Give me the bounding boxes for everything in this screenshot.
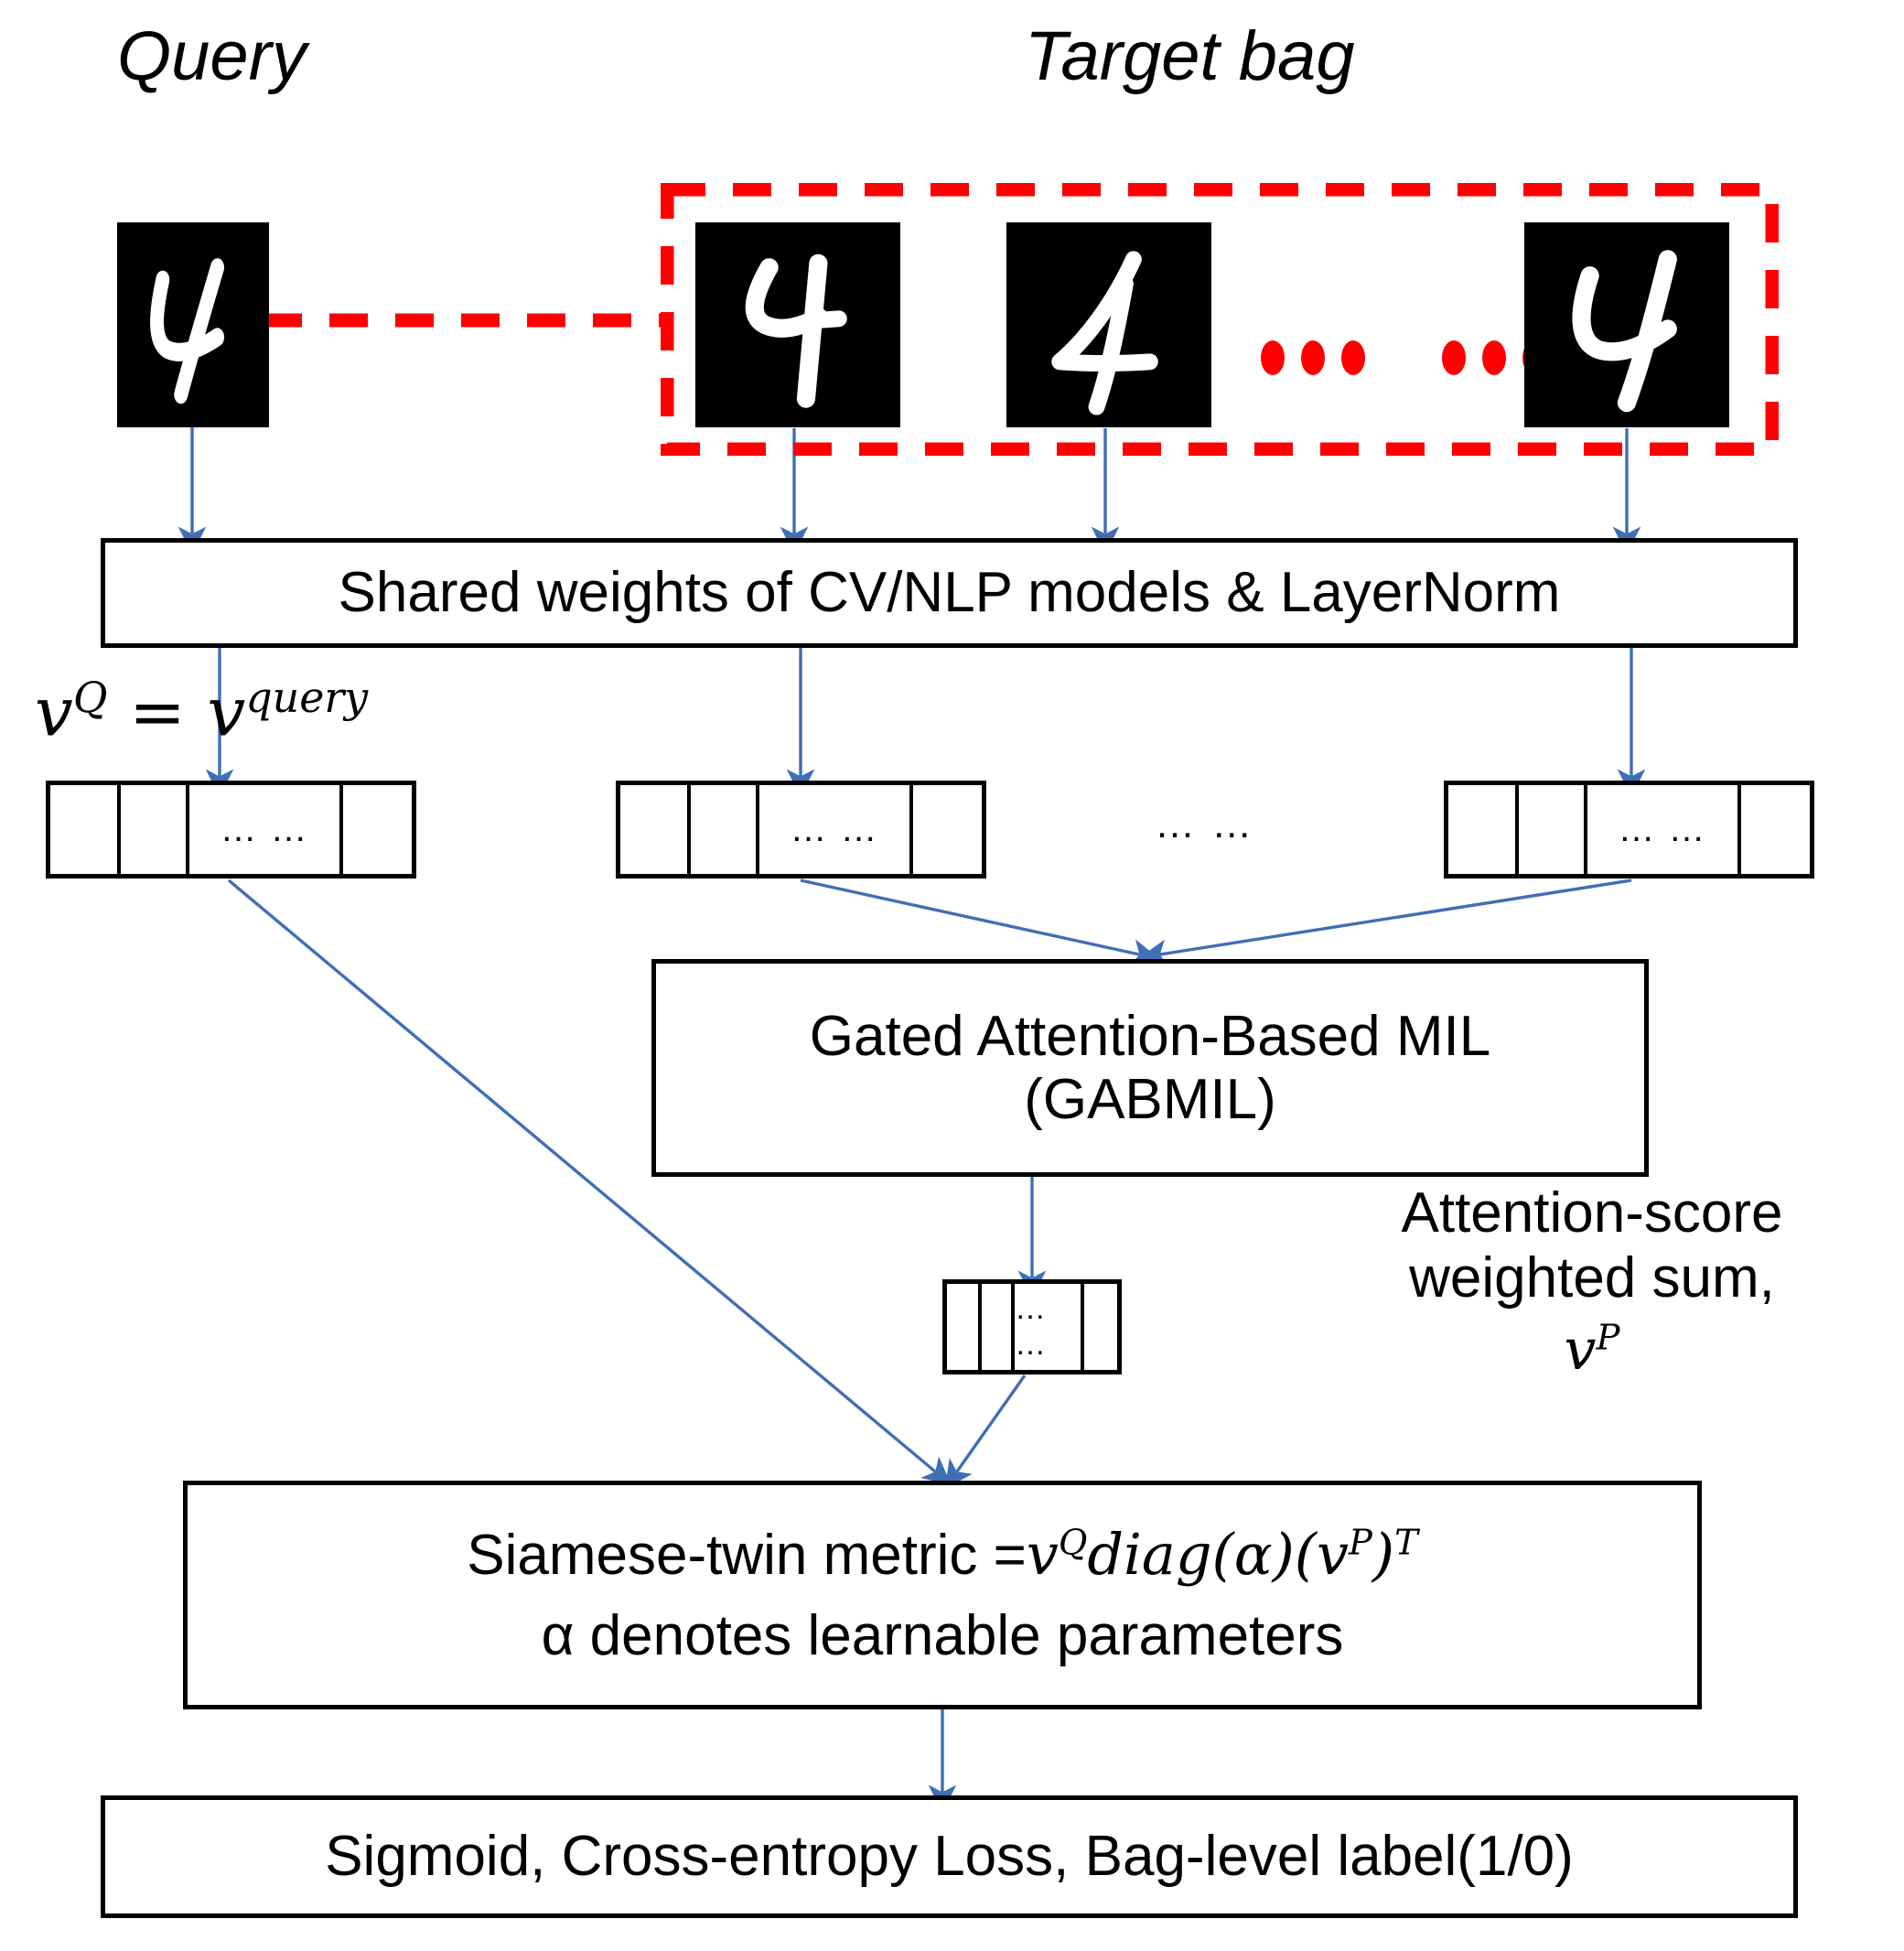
siamese-metric-box[interactable]: Siamese-twin metric = vQdiag(α)(vP)T α d…: [183, 1481, 1702, 1709]
bag-digit-image-1: [695, 222, 900, 427]
siamese-alpha-note: α denotes learnable parameters: [541, 1603, 1344, 1667]
vector-cell: [947, 1284, 982, 1370]
siamese-sup-t: T: [1394, 1522, 1418, 1564]
vector-cell: [121, 785, 189, 874]
loss-label: Sigmoid, Cross-entropy Loss, Bag-level l…: [325, 1825, 1574, 1889]
query-vector-equals: =: [107, 673, 208, 752]
siamese-sup-p: P: [1349, 1522, 1372, 1564]
vector-cell-ellipsis: … …: [1015, 1284, 1084, 1370]
gabmil-label-line2: (GABMIL): [1024, 1068, 1276, 1131]
vector-cell: [691, 785, 759, 874]
siamese-formula-prefix: Siamese-twin metric =: [467, 1524, 1027, 1588]
siamese-lparen-2: (: [1294, 1521, 1317, 1589]
shared-encoder-box[interactable]: Shared weights of CV/NLP models & LayerN…: [101, 538, 1798, 648]
siamese-sup-q: Q: [1058, 1522, 1088, 1564]
siamese-v-p: v: [1317, 1521, 1350, 1589]
bag-feature-vector-n[interactable]: … …: [1444, 781, 1814, 878]
siamese-rparen-1: ): [1272, 1521, 1295, 1589]
pooled-caption-symbol-v: v: [1564, 1315, 1597, 1383]
loss-box[interactable]: Sigmoid, Cross-entropy Loss, Bag-level l…: [101, 1795, 1798, 1918]
siamese-alpha: α: [1233, 1521, 1273, 1589]
target-bag-heading: Target bag: [1025, 17, 1355, 95]
query-vector-sup-query: query: [245, 673, 369, 722]
siamese-diag: diag: [1087, 1521, 1212, 1589]
vector-cell: [1519, 785, 1587, 874]
vector-cell-ellipsis: … …: [1587, 785, 1741, 874]
query-feature-vector[interactable]: … …: [46, 781, 416, 878]
vector-cell: [1084, 1284, 1117, 1370]
pooled-caption-line2: weighted sum,: [1409, 1246, 1775, 1310]
query-vector-v1: v: [35, 673, 73, 752]
query-vector-v2: v: [207, 673, 246, 752]
query-vector-symbol-label: vQ = vquery: [35, 673, 368, 752]
query-vector-sup-Q: Q: [72, 673, 108, 722]
bag-feature-vector-1[interactable]: … …: [616, 781, 986, 878]
gabmil-label-line1: Gated Attention-Based MIL: [809, 1004, 1491, 1068]
pooled-vector-caption: Attention-score weighted sum, vP: [1327, 1180, 1857, 1382]
query-heading: Query: [117, 17, 307, 95]
siamese-rparen-2: ): [1372, 1521, 1395, 1589]
siamese-v-q: v: [1026, 1521, 1059, 1589]
pooled-caption-line1: Attention-score: [1401, 1181, 1783, 1245]
query-digit-image: [117, 222, 269, 427]
shared-encoder-label: Shared weights of CV/NLP models & LayerN…: [338, 561, 1561, 625]
vector-cell: [50, 785, 121, 874]
vector-cell-ellipsis: … …: [759, 785, 913, 874]
vector-cell: [1448, 785, 1519, 874]
vector-cell: [343, 785, 412, 874]
vector-cell-ellipsis: … …: [189, 785, 343, 874]
bag-digit-image-2: [1006, 222, 1211, 427]
pooled-feature-vector[interactable]: … …: [942, 1279, 1122, 1374]
feature-vectors-ellipsis: … …: [1155, 802, 1255, 846]
vector-cell: [982, 1284, 1015, 1370]
pooled-caption-symbol-sup: P: [1596, 1316, 1620, 1358]
vector-cell: [913, 785, 982, 874]
vector-cell: [1741, 785, 1810, 874]
siamese-lparen-1: (: [1211, 1521, 1234, 1589]
bag-digit-image-3: [1524, 222, 1729, 427]
gabmil-box[interactable]: Gated Attention-Based MIL (GABMIL): [651, 959, 1649, 1177]
vector-cell: [620, 785, 691, 874]
target-bag-ellipsis: [1261, 340, 1546, 375]
query-to-bag-dashed-link: [264, 309, 670, 331]
siamese-formula-line: Siamese-twin metric = vQdiag(α)(vP)T: [457, 1523, 1426, 1587]
